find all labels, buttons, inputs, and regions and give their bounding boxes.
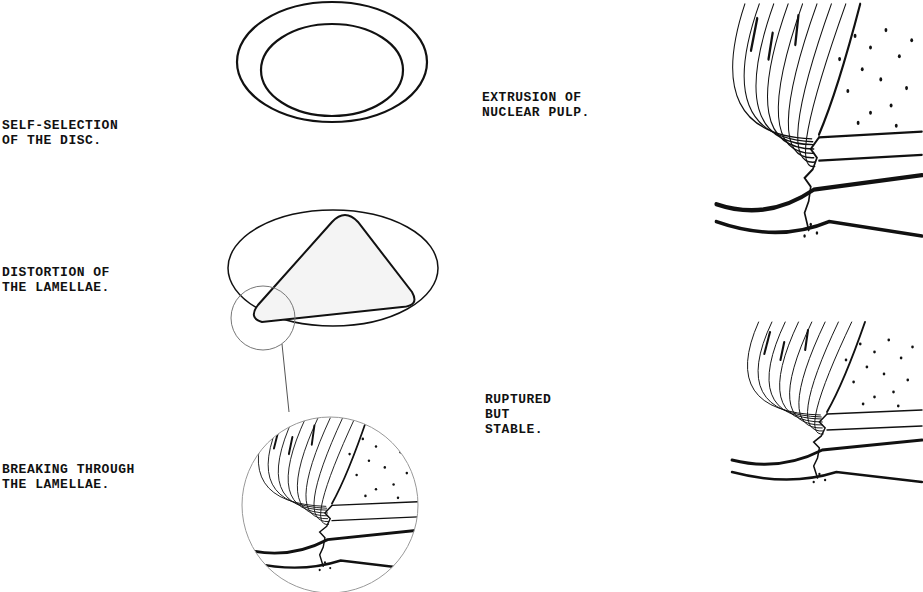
stage-label: BREAKING THROUGH THE LAMELLAE. <box>2 462 139 492</box>
stage-label: EXTRUSION OF NUCLEAR PULP. <box>482 90 595 120</box>
stage-label: SELF-SELECTION OF THE DISC. <box>2 118 123 148</box>
stage-label: DISTORTION OF THE LAMELLAE. <box>2 265 115 295</box>
stage-label: RUPTURED BUT STABLE. <box>485 392 575 437</box>
